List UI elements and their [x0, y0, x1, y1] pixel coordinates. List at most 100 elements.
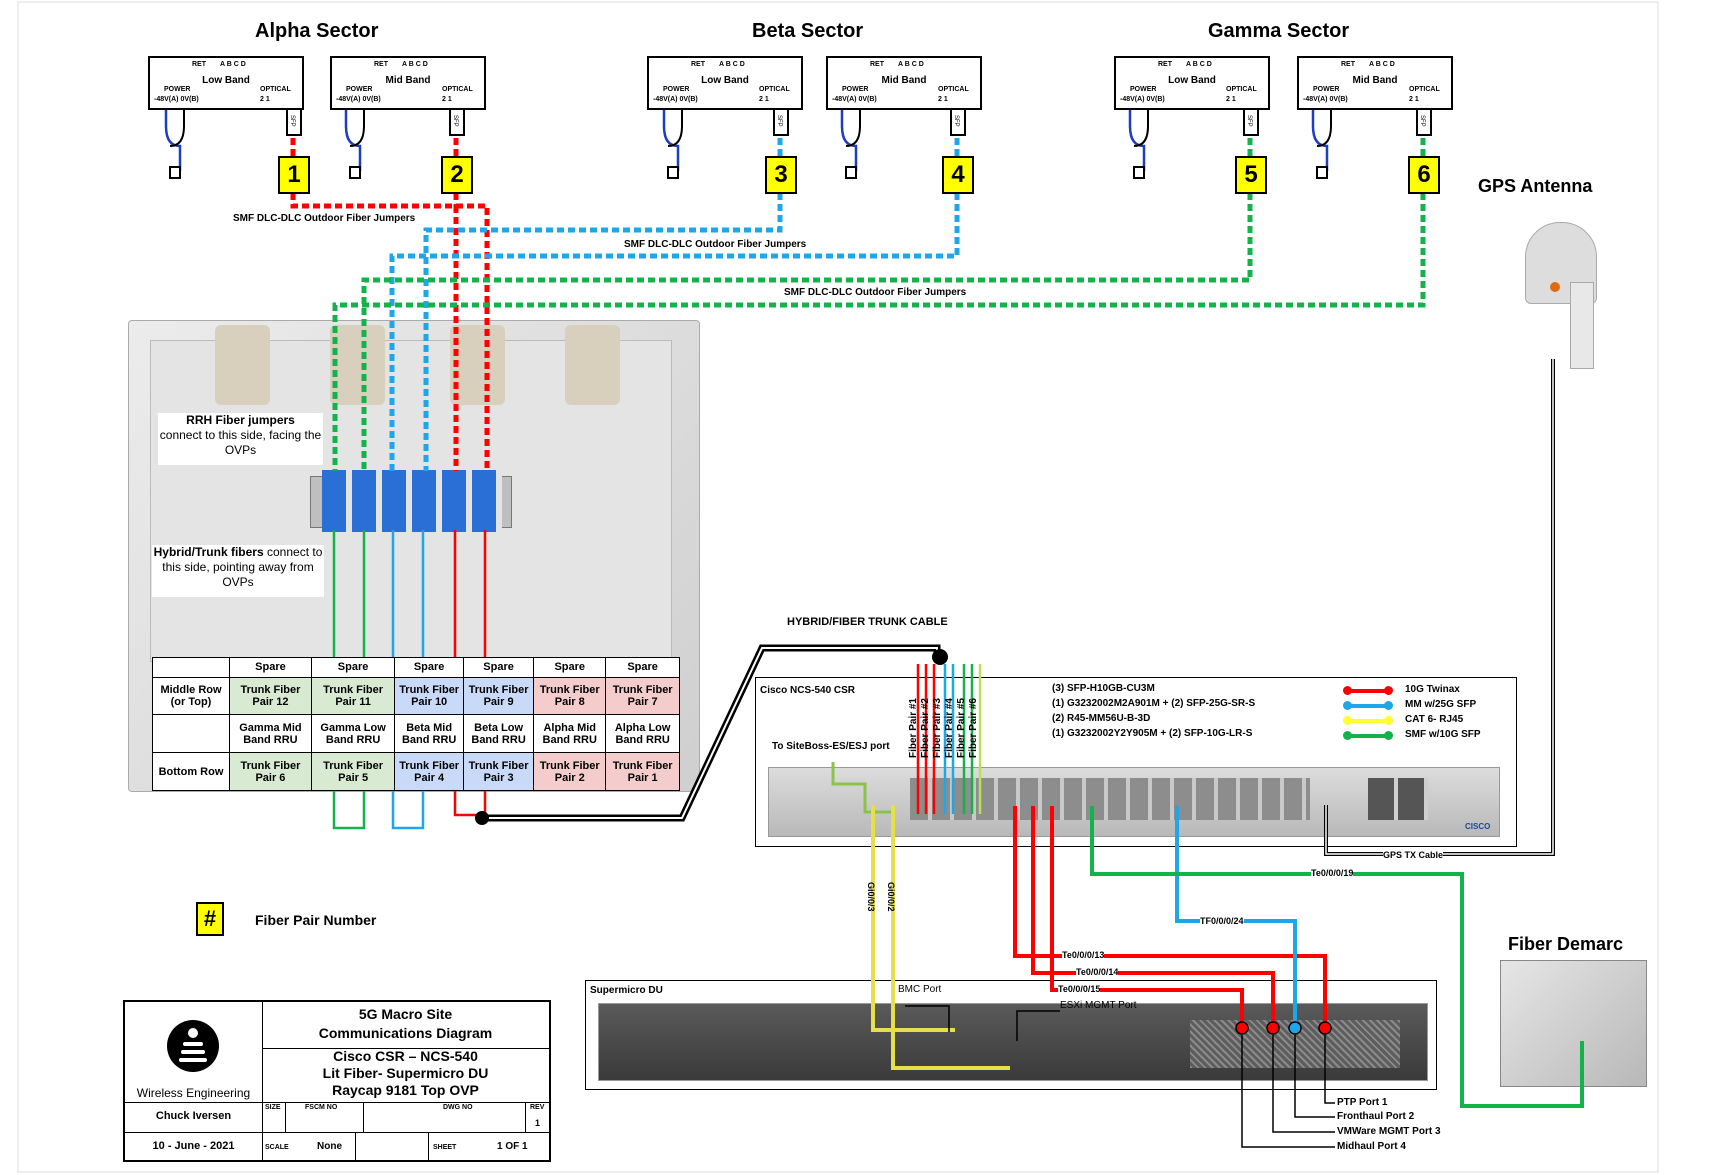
drawing-date: 10 - June - 2021 [125, 1140, 262, 1152]
sheet-value: 1 OF 1 [497, 1141, 528, 1152]
csr-title: Cisco NCS-540 CSR [760, 685, 855, 696]
csr-brand-label: CISCO [1465, 822, 1490, 831]
sfp-module: SFP [286, 108, 302, 136]
fiber-pair-key-label: Fiber Pair Number [255, 912, 376, 928]
csr-parts-line: (1) G3232002M2A901M + (2) SFP-25G-SR-S [1052, 698, 1255, 709]
divider [428, 1132, 429, 1160]
port-letters: A B C D [719, 61, 745, 68]
author-name: Chuck Iversen [125, 1110, 262, 1122]
radio-gamma-low: RET A B C D Low Band POWER -48V(A) 0V(B)… [1114, 56, 1270, 110]
table-row: Middle Row (or Top) Trunk Fiber Pair 12 … [153, 677, 680, 715]
ret-label: RET [1158, 61, 1172, 68]
optical-ports: 2 1 [1226, 96, 1236, 103]
ret-label: RET [691, 61, 705, 68]
port-label-te13: Te0/0/0/13 [1062, 950, 1104, 960]
divider [285, 1102, 286, 1132]
optical-ports: 2 1 [442, 96, 452, 103]
rrh-note-text: connect to this side, facing the OVPs [160, 428, 321, 457]
fiber-pair-label: Fiber Pair #1 [908, 698, 919, 758]
table-cell: Trunk Fiber Pair 8 [534, 677, 606, 715]
fiber-pair-label: Fiber Pair #6 [968, 698, 979, 758]
sfp-module: SFP [1416, 108, 1432, 136]
fiber-pair-key-symbol: # [196, 902, 224, 936]
esxi-port-label: ESXi MGMT Port [1060, 1000, 1137, 1011]
table-cell: Alpha Mid Band RRU [534, 715, 606, 753]
port-label-gi2: Gi0/0/2 [886, 882, 896, 912]
band-label: Low Band [150, 75, 302, 86]
table-cell: Trunk Fiber Pair 2 [534, 753, 606, 791]
table-cell: Alpha Low Band RRU [606, 715, 680, 753]
radio-alpha-low: RET A B C D Low Band POWER -48V(A) 0V(B)… [148, 56, 304, 110]
ret-label: RET [1341, 61, 1355, 68]
table-cell: Spare [463, 658, 533, 678]
table-cell [153, 715, 230, 753]
table-cell: Spare [230, 658, 312, 678]
band-label: Low Band [649, 75, 801, 86]
table-cell: Beta Low Band RRU [463, 715, 533, 753]
du-port-label: Fronthaul Port 2 [1337, 1111, 1414, 1122]
jumper-label: SMF DLC-DLC Outdoor Fiber Jumpers [233, 213, 415, 224]
power-ports: -48V(A) 0V(B) [653, 96, 698, 103]
title-block-logo-cell: Wireless Engineering [125, 1002, 263, 1102]
port-letters: A B C D [1186, 61, 1212, 68]
legend-label: CAT 6- RJ45 [1405, 714, 1463, 725]
radio-beta-low: RET A B C D Low Band POWER -48V(A) 0V(B)… [647, 56, 803, 110]
table-cell: Trunk Fiber Pair 7 [606, 677, 680, 715]
optical-ports: 2 1 [759, 96, 769, 103]
port-label-te19: Te0/0/0/19 [1311, 868, 1353, 878]
du-port-label: VMWare MGMT Port 3 [1337, 1126, 1441, 1137]
fiber-pair-label: Fiber Pair #3 [932, 698, 943, 758]
rev-label: REV [530, 1104, 544, 1111]
legend-line-twinax [1346, 689, 1390, 693]
fscm-label: FSCM NO [305, 1104, 337, 1111]
dwg-label: DWG NO [443, 1104, 473, 1111]
table-row: Bottom Row Trunk Fiber Pair 6 Trunk Fibe… [153, 753, 680, 791]
power-label: POWER [164, 86, 190, 93]
company-name: Wireless Engineering [125, 1086, 262, 1100]
title-line-2: Communications Diagram [262, 1024, 549, 1043]
band-label: Mid Band [1299, 75, 1451, 86]
table-cell: Trunk Fiber Pair 12 [230, 677, 312, 715]
legend-line-cat6 [1346, 719, 1390, 723]
table-cell: Trunk Fiber Pair 11 [311, 677, 394, 715]
divider [363, 1102, 364, 1132]
optical-label: OPTICAL [1409, 86, 1440, 93]
optical-label: OPTICAL [442, 86, 473, 93]
power-label: POWER [842, 86, 868, 93]
sfp-label: SFP [1246, 115, 1252, 127]
du-title: Supermicro DU [590, 985, 663, 996]
jumper-label: SMF DLC-DLC Outdoor Fiber Jumpers [784, 287, 966, 298]
bmc-port-label: BMC Port [898, 984, 941, 995]
du-port-label: PTP Port 1 [1337, 1097, 1387, 1108]
optical-label: OPTICAL [260, 86, 291, 93]
rev-value: 1 [535, 1118, 540, 1128]
divider [525, 1102, 526, 1132]
legend-line-smf [1346, 734, 1390, 738]
legend-label: SMF w/10G SFP [1405, 729, 1481, 740]
fiber-pair-label: Fiber Pair #4 [944, 698, 955, 758]
port-letters: A B C D [1369, 61, 1395, 68]
optical-label: OPTICAL [938, 86, 969, 93]
table-cell: Trunk Fiber Pair 5 [311, 753, 394, 791]
power-ports: -48V(A) 0V(B) [832, 96, 877, 103]
ret-label: RET [870, 61, 884, 68]
title-block: Wireless Engineering 5G Macro Site Commu… [123, 1000, 551, 1162]
table-cell: Trunk Fiber Pair 4 [395, 753, 464, 791]
fiber-demarc-title: Fiber Demarc [1508, 934, 1623, 955]
fiber-pair-number-box: 3 [765, 156, 797, 194]
sfp-module: SFP [773, 108, 789, 136]
power-ports: -48V(A) 0V(B) [1120, 96, 1165, 103]
table-cell: Middle Row (or Top) [153, 677, 230, 715]
fiber-pair-label: Fiber Pair #2 [920, 698, 931, 758]
table-cell: Spare [606, 658, 680, 678]
title-block-subtitle-cell: Cisco CSR – NCS-540 Lit Fiber- Supermicr… [262, 1046, 549, 1104]
legend-label: MM w/25G SFP [1405, 699, 1476, 710]
sfp-label: SFP [776, 115, 782, 127]
sector-title-gamma: Gamma Sector [1208, 20, 1349, 43]
fiber-pair-number-box: 1 [278, 156, 310, 194]
optical-ports: 2 1 [260, 96, 270, 103]
trunk-cable-label: HYBRID/FIBER TRUNK CABLE [787, 616, 948, 628]
sfp-module: SFP [950, 108, 966, 136]
title-line-4: Lit Fiber- Supermicro DU [262, 1065, 549, 1082]
sfp-module: SFP [1243, 108, 1259, 136]
